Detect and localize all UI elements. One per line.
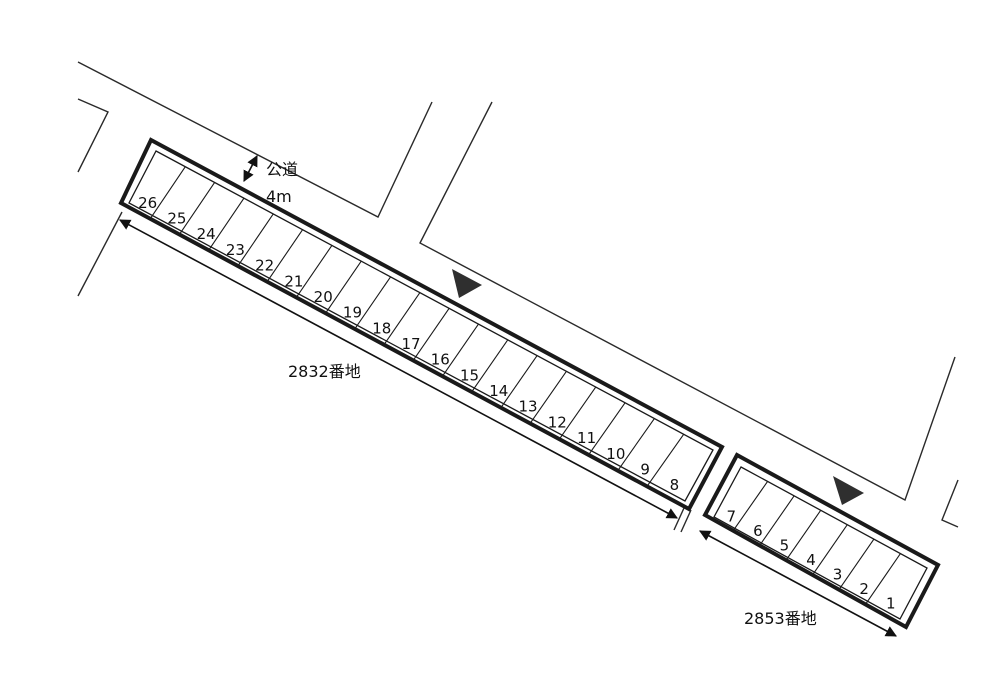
stall-number: 3 bbox=[833, 566, 843, 584]
lot-2832-dimension bbox=[119, 219, 678, 519]
stall-number: 7 bbox=[727, 507, 737, 525]
stall-number: 9 bbox=[640, 460, 650, 478]
stall-number: 6 bbox=[753, 522, 763, 540]
stall-number: 16 bbox=[431, 351, 450, 369]
stall-number: 13 bbox=[519, 398, 538, 416]
stall-number: 11 bbox=[577, 429, 596, 447]
stall-number: 26 bbox=[138, 194, 157, 212]
stall-number: 14 bbox=[489, 382, 508, 400]
stall-number: 1 bbox=[886, 595, 896, 613]
stall-number: 23 bbox=[226, 241, 245, 259]
lot-break-mark bbox=[673, 507, 685, 531]
entrance-marker-icon bbox=[833, 476, 864, 505]
stall-number: 18 bbox=[372, 319, 391, 337]
lot-2832-address: 2832番地 bbox=[288, 362, 361, 381]
road-label: 公道 bbox=[266, 160, 298, 179]
lot-2853-address: 2853番地 bbox=[744, 609, 817, 628]
lot-break-mark bbox=[680, 509, 692, 533]
lot-2832-outline bbox=[118, 137, 725, 512]
stall-number: 20 bbox=[314, 288, 333, 306]
stall-number: 19 bbox=[343, 304, 362, 322]
stall-number: 22 bbox=[255, 257, 274, 275]
road-width-dimension bbox=[243, 155, 258, 182]
stall-number: 17 bbox=[401, 335, 420, 353]
stall-number: 5 bbox=[780, 536, 790, 554]
road-edge-left-lower bbox=[77, 211, 123, 297]
stall-number: 12 bbox=[548, 413, 567, 431]
surrounding-roads bbox=[77, 61, 959, 528]
lot-2853-outline bbox=[702, 452, 941, 630]
stall-number: 4 bbox=[806, 551, 816, 569]
stall-number: 24 bbox=[197, 225, 216, 243]
stall-number: 10 bbox=[606, 445, 625, 463]
lot-2853-dimension bbox=[699, 530, 897, 637]
stall-number: 8 bbox=[670, 476, 680, 494]
road-width-label: 4m bbox=[266, 187, 292, 206]
stall-divider bbox=[149, 166, 186, 219]
lot-2832: 26 25 24 23 22 21 20 19 18 17 16 15 14 13 12 11 10 9 8 bbox=[118, 137, 725, 512]
stall-number: 15 bbox=[460, 366, 479, 384]
stall-number: 2 bbox=[859, 580, 869, 598]
lot-2832-inner bbox=[128, 150, 714, 502]
stall-number: 21 bbox=[284, 272, 303, 290]
road-edge-left-upper bbox=[77, 98, 109, 173]
stall-divider bbox=[732, 481, 769, 532]
stall-number: 25 bbox=[167, 210, 186, 228]
road-edge-top-left bbox=[77, 61, 433, 218]
road-edge-right bbox=[941, 479, 959, 528]
road-edge-top-main bbox=[419, 101, 956, 501]
